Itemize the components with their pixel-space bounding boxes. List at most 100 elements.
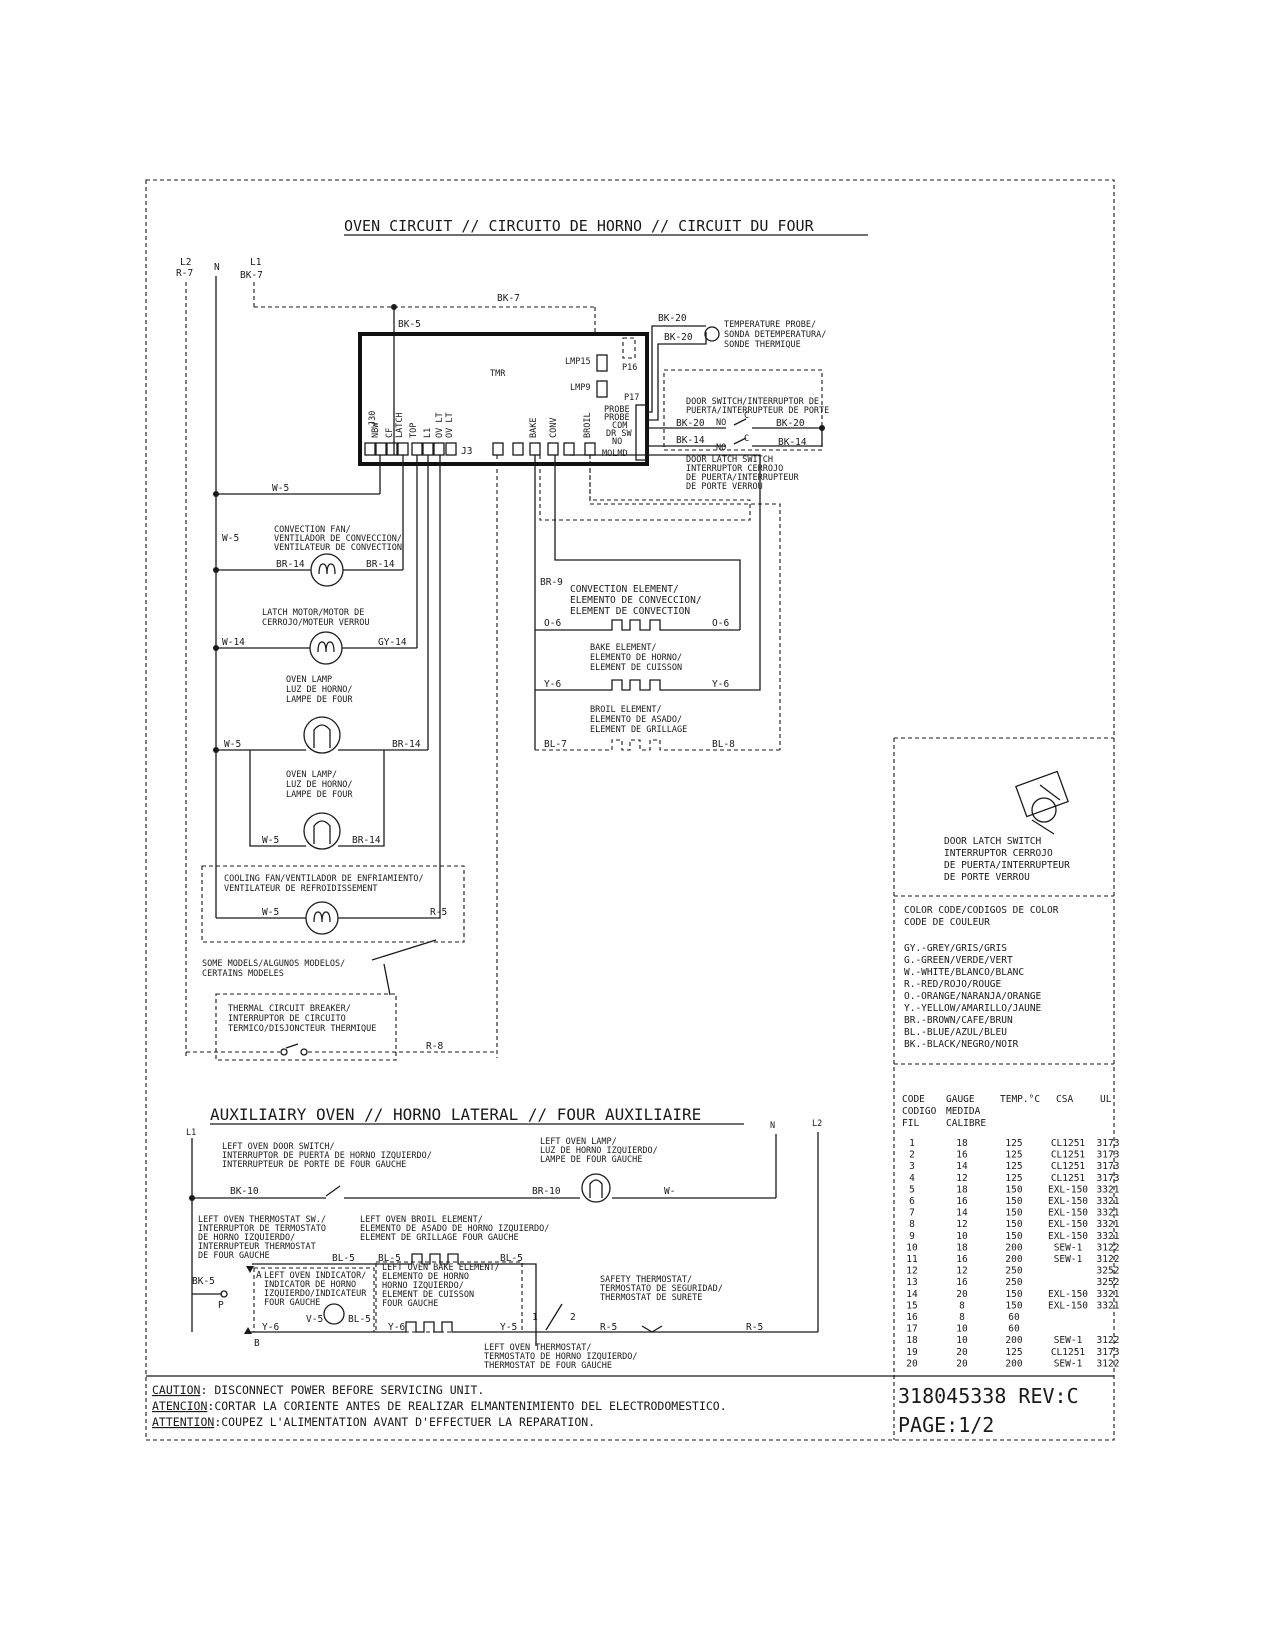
wire-gy14: GY-14 [378,637,407,648]
wire-bl7: BL-7 [544,739,567,750]
color-code-entry: W.-WHITE/BLANCO/BLANC [904,967,1024,978]
color-code-entry: G.-GREEN/VERDE/VERT [904,955,1013,966]
gauge-table-cell: 3122 [1097,1358,1120,1369]
timer-control-board [358,332,649,466]
aux-thermo-line-2: TERMOSTATO DE HORNO IZQUIERDO/ [484,1352,638,1362]
wire-br9: BR-9 [540,577,563,588]
bake-element-line-3: ELEMENT DE CUISSON [590,663,682,673]
gauge-table-cell: EXL-150 [1048,1219,1088,1230]
gauge-table-cell: 4 [909,1173,915,1184]
conv-fan-line-2: VENTILADOR DE CONVECCION/ [274,534,402,544]
aux-broil-element-icon [252,1253,537,1346]
wire-bk20-door-b: BK-20 [776,418,805,429]
gauge-table-cell: CL1251 [1051,1347,1086,1358]
p17-connector [635,404,647,461]
cooling-fan-wire-right [338,850,441,919]
aux-indicator-line-2: INDICATOR DE HORNO [264,1280,356,1290]
gauge-table-cell: 19 [906,1347,918,1358]
thermal-breaker-box [215,993,397,1061]
gauge-table-cell: 150 [1005,1219,1022,1230]
color-code-entry: BR.-BROWN/CAFE/BRUN [904,1015,1013,1026]
convection-element-icon [535,619,740,631]
aux-bake-line-2: ELEMENTO DE HORNO [382,1272,469,1282]
conv-element-line-3: ELEMENT DE CONVECTION [570,606,690,617]
j3-connector [364,442,596,456]
some-models-line-2: CERTAINS MODELES [202,969,284,979]
terminal-l2: L2 [180,257,191,268]
aux-wire-y6-a: Y-6 [262,1322,279,1333]
wire-bk20-mid: BK-20 [664,332,693,343]
cooling-fan-line-2: VENTILATEUR DE REFROIDISSEMENT [224,884,378,894]
oven-lamp-2-line-1: OVEN LAMP/ [286,770,337,780]
p17-pin-2: PROBE [604,413,630,423]
caution-en: CAUTION: DISCONNECT POWER BEFORE SERVICI… [152,1383,484,1397]
p17-pin-5: NO [612,437,622,447]
aux-safety-line-2: TERMOSTATO DE SEGURIDAD/ [600,1284,723,1294]
temp-probe-line-3: SONDE THERMIQUE [724,340,801,350]
gauge-table-cell: 20 [956,1347,968,1358]
gauge-table-cell: 20 [956,1358,968,1369]
gauge-header-gauge-2: MEDIDA [946,1106,981,1117]
gauge-table-cell: 150 [1005,1208,1022,1219]
gauge-table-cell: EXL-150 [1048,1184,1088,1195]
probe-wire-2 [646,332,707,421]
gauge-header-code-1: CODE [902,1094,925,1105]
gauge-table-cell: CL1251 [1051,1173,1086,1184]
conv-feed [554,455,741,630]
terminal-n: N [214,262,220,273]
gauge-table-cell: 9 [909,1231,915,1242]
aux-bake-box [375,1261,523,1333]
gauge-table-cell: 3173 [1097,1173,1120,1184]
color-code-entry: R.-RED/ROJO/ROUGE [904,979,1002,990]
relay-label-conv: CONV [549,418,559,438]
terminal-b-marker [244,1327,252,1334]
latch-motor-line-1: LATCH MOTOR/MOTOR DE [262,608,364,618]
aux-broil-line-3: ELEMENT DE GRILLAGE FOUR GAUCHE [360,1233,519,1243]
wire-o6-b: O-6 [712,618,729,629]
aux-broil-line-1: LEFT OVEN BROIL ELEMENT/ [360,1215,483,1225]
aux-p-contact [220,1290,228,1298]
gauge-table-cell: 16 [956,1254,968,1265]
oven-lamp-2-icon [303,812,341,850]
wire-br14-lamp2: BR-14 [352,835,381,846]
aux-door-switch-line-3: INTERRUPTEUR DE PORTE DE FOUR GAUCHE [222,1160,406,1170]
relay-label-cf: CF [385,428,395,438]
wire-br14-a: BR-14 [276,559,305,570]
latch-switch-line-2: INTERRUPTOR CERROJO [686,464,783,474]
aux-indicator-line-1: LEFT OVEN INDICATOR/ [264,1271,366,1281]
bake-element-line-1: BAKE ELEMENT/ [590,643,657,653]
gauge-header-gauge-1: GAUGE [946,1094,975,1105]
aux-door-switch-line-2: INTERRUPTOR DE PUERTA DE HORNO IZQUIERDO… [222,1151,432,1161]
aux-bake-element-icon [246,1321,536,1333]
aux-thermo-sw-line-3: DE HORNO IZQUIERDO/ [198,1233,295,1243]
gauge-table-cell: 8 [909,1219,915,1230]
gauge-table-cell: 6 [909,1196,915,1207]
broil-element-line-2: ELEMENTO DE ASADO/ [590,715,682,725]
gauge-table-cell: 11 [906,1254,918,1265]
latch-switch-line-3: DE PUERTA/INTERRUPTEUR [686,473,799,483]
aux-door-switch-line-1: LEFT OVEN DOOR SWITCH/ [222,1142,335,1152]
gauge-table-cell: 200 [1005,1335,1022,1346]
oven-lamp-1-line-1: OVEN LAMP [286,675,332,685]
gauge-table-cell: 3321 [1097,1300,1120,1311]
aux-door-switch-arm [325,1185,341,1197]
aux-wire-y5: Y-5 [500,1322,517,1333]
broil-element-line-1: BROIL ELEMENT/ [590,705,662,715]
wire-bk7: BK-7 [497,293,520,304]
gauge-table-cell: 16 [956,1277,968,1288]
wire-w5-lamp2: W-5 [262,835,279,846]
latch-switch-c: C [744,434,749,444]
gauge-table-cell: 150 [1005,1231,1022,1242]
gauge-header-code-3: FIL [902,1118,919,1129]
wire-w14: W-14 [222,637,245,648]
gauge-table-cell: 3122 [1097,1335,1120,1346]
page-number: PAGE:1/2 [898,1413,994,1437]
gauge-table-cell: 2 [909,1150,915,1161]
thermal-breaker-line-1: THERMAL CIRCUIT BREAKER/ [228,1004,351,1014]
gauge-table-cell: 18 [956,1138,968,1149]
gauge-table-cell: 3252 [1097,1266,1120,1277]
wire-r5-fan: R-5 [430,907,447,918]
terminal-bk7: BK-7 [240,270,263,281]
gauge-table-cell: 10 [956,1324,968,1335]
